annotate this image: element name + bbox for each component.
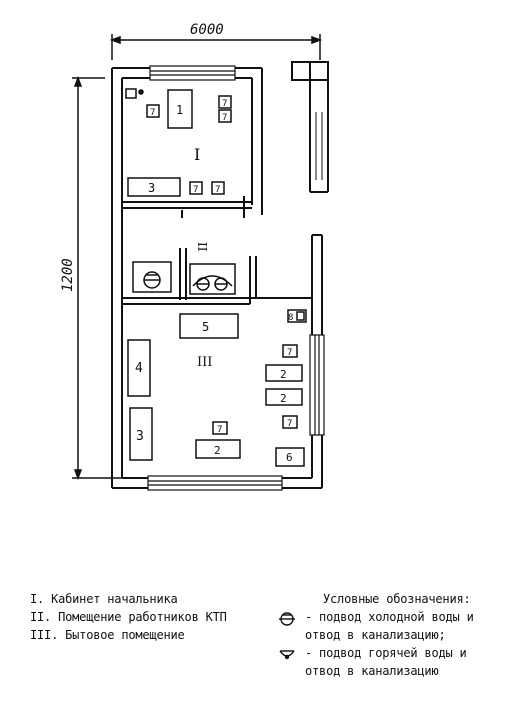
desk-2a: 2 [265, 364, 303, 382]
symbol-legend: Условные обозначения: - подвод холодной … [275, 590, 474, 680]
svg-text:2: 2 [214, 444, 221, 457]
svg-text:3: 3 [148, 181, 155, 195]
item-6: 6 [275, 447, 305, 467]
outer-walls [111, 67, 323, 489]
window-right [309, 334, 325, 436]
svg-text:8: 8 [288, 313, 293, 323]
cabinet-3a: 3 [127, 177, 181, 197]
room-label-2: II [195, 242, 209, 252]
chair-1c: 7 [218, 109, 232, 123]
svg-text:7: 7 [150, 108, 155, 118]
symbol-legend-title: Условные обозначения: [323, 592, 471, 606]
svg-text:2: 2 [280, 392, 287, 405]
chair-1e: 7 [211, 181, 225, 195]
svg-text:3: 3 [136, 429, 144, 444]
room-legend: I. Кабинет начальника II. Помещение рабо… [30, 590, 227, 644]
symbol-hot-water: - подвод горячей воды и [275, 644, 474, 662]
window-top [149, 65, 236, 81]
room-legend-3: III. Бытовое помещение [30, 628, 185, 642]
svg-text:7: 7 [222, 113, 227, 123]
svg-text:1: 1 [176, 103, 183, 117]
desk-2c: 2 [195, 439, 241, 459]
item-8: 8 [287, 309, 307, 323]
svg-text:7: 7 [193, 185, 198, 195]
hot-water-sink-icon [277, 646, 297, 667]
floor-plan: 6000 1200 [60, 22, 329, 491]
svg-text:7: 7 [287, 419, 292, 429]
width-dimension-label: 6000 [190, 22, 224, 38]
room-label-1: I [194, 145, 200, 164]
desk-2b: 2 [265, 388, 303, 406]
sink-small [125, 88, 144, 99]
svg-text:6: 6 [286, 451, 293, 464]
interior-partitions [122, 196, 312, 305]
room-legend-2: II. Помещение работников КТП [30, 610, 227, 624]
chair-1a: 7 [146, 104, 160, 118]
symbol-cold-water: - подвод холодной воды и [275, 608, 474, 626]
table-5: 5 [179, 313, 239, 339]
svg-text:7: 7 [215, 185, 220, 195]
chair-3a: 7 [282, 344, 298, 358]
room-legend-1: I. Кабинет начальника [30, 592, 178, 606]
detached-wall-segment [291, 61, 329, 193]
height-dimension-label: 1200 [60, 258, 76, 292]
window-bottom [147, 475, 283, 491]
cold-water-sink-icon [277, 610, 297, 631]
svg-text:4: 4 [135, 361, 143, 376]
symbol-cold-water-line2: отвод в канализацию; [305, 628, 446, 642]
chair-3b: 7 [282, 415, 298, 429]
svg-text:7: 7 [287, 348, 292, 358]
cabinet-4: 4 [127, 339, 151, 397]
cold-water-sink-fixture [132, 261, 172, 293]
cabinet-3b: 3 [129, 407, 153, 461]
symbol-hot-water-line2: отвод в канализацию [305, 664, 439, 678]
svg-text:5: 5 [202, 320, 209, 334]
chair-1d: 7 [189, 181, 203, 195]
desk-1: 1 [167, 89, 193, 129]
double-sink-fixture [189, 263, 236, 295]
svg-text:7: 7 [222, 99, 227, 109]
svg-text:2: 2 [280, 368, 287, 381]
room-label-3: III [197, 355, 212, 370]
chair-1b: 7 [218, 95, 232, 109]
svg-text:7: 7 [217, 425, 222, 435]
chair-3c: 7 [212, 421, 228, 435]
width-dimension: 6000 [109, 22, 323, 60]
height-dimension: 1200 [60, 75, 130, 481]
